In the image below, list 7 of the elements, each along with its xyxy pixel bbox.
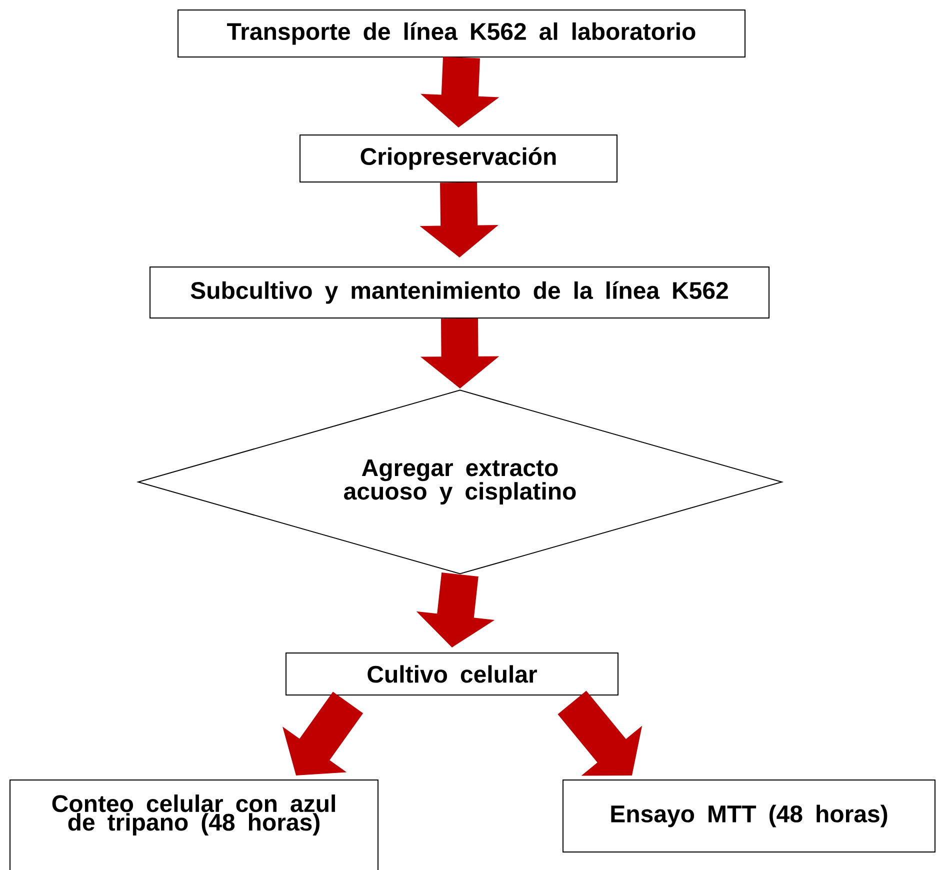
process-box: Ensayo MTT (48 horas) — [562, 780, 936, 852]
process-box: Transporte de línea K562 al laboratorio — [178, 10, 746, 58]
arrow — [558, 690, 642, 776]
process-box: Conteo celular con azul de tripano (48 horas) — [10, 780, 378, 870]
process-box: Cultivo celular — [286, 652, 618, 696]
process-box: Criopreservación — [300, 134, 618, 182]
process-box: Subcultivo y mantenimiento de la línea K562 — [150, 266, 770, 318]
